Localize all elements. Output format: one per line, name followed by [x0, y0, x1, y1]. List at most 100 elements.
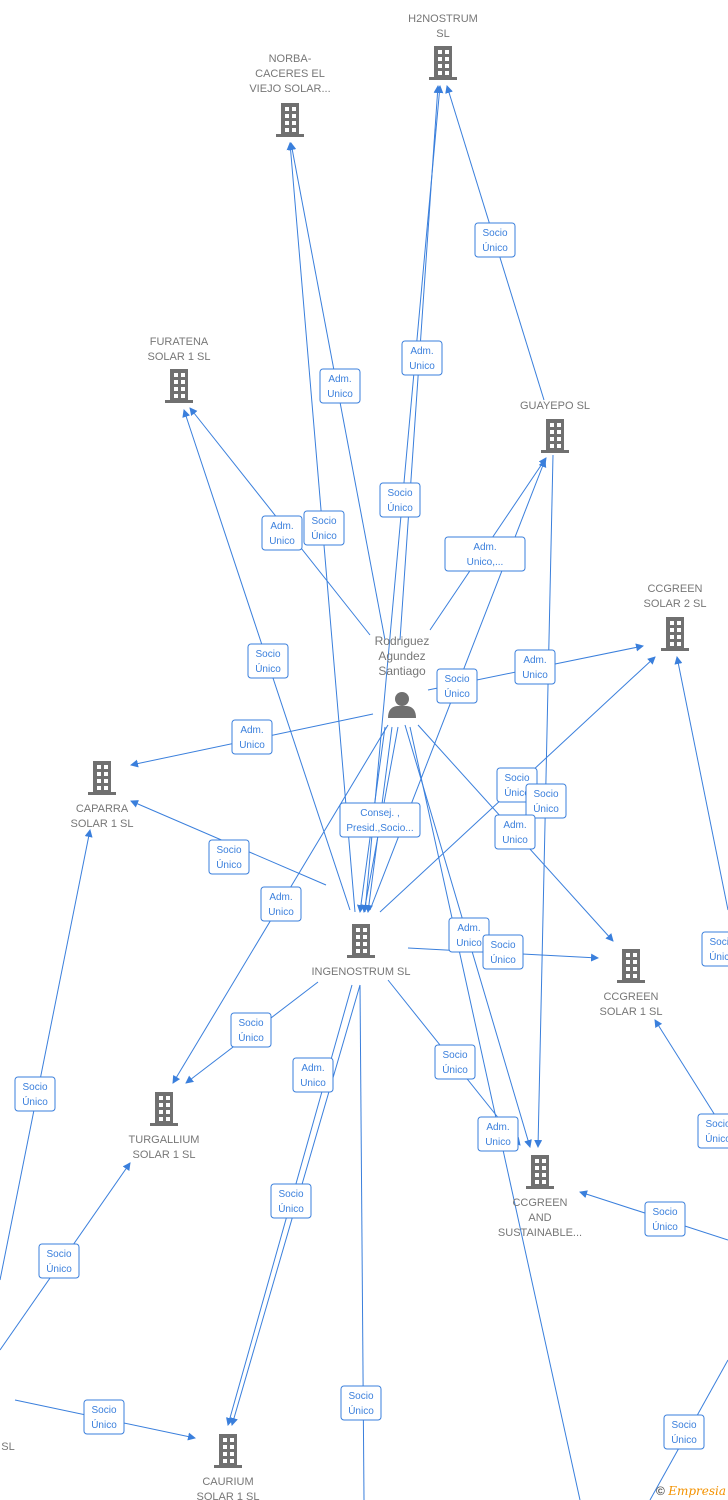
relation-label-text: Unico [327, 389, 353, 400]
relation-label-text: Adm. [301, 1063, 324, 1074]
relation-label-text: Socio [709, 937, 728, 948]
node-label: SL [1, 1441, 14, 1453]
copyright-symbol: © [656, 1484, 665, 1498]
relation-label-text: Socio [671, 1420, 696, 1431]
relation-label-text: Unico [522, 670, 548, 681]
relation-edge [674, 656, 728, 911]
relation-label-text: Único [442, 1063, 468, 1076]
node-norba[interactable]: NORBA- CACERES EL VIEJO SOLAR... [249, 53, 331, 137]
relation-label-text: Unico [409, 361, 435, 372]
relation-label[interactable]: Adm. Unico [231, 719, 273, 755]
relation-label-text: Socio [311, 516, 336, 527]
node-ingenostrum[interactable]: INGENOSTRUM SL [311, 924, 411, 978]
relation-label-text: Socio [490, 940, 515, 951]
relation-label-text: Unico [300, 1078, 326, 1089]
relation-label[interactable]: Adm.Unico [477, 1116, 519, 1152]
node-ccgreen2[interactable]: CCGREEN SOLAR 2 SL [644, 583, 707, 651]
relation-edge [359, 984, 365, 1500]
relation-label-text: Único [482, 241, 508, 254]
relation-label[interactable]: Adm. Unico [401, 340, 443, 376]
building-icon [541, 419, 569, 453]
node-label: CCGREEN [512, 1197, 567, 1209]
relation-label[interactable]: Consej. ,Presid.,Socio... [339, 802, 421, 838]
relation-label-text: Socio [482, 228, 507, 239]
relation-label-text: Único [709, 950, 728, 963]
building-icon [88, 761, 116, 795]
relation-label-text: Único [91, 1418, 117, 1431]
building-icon [150, 1092, 178, 1126]
relation-label-text: Socio [91, 1405, 116, 1416]
relation-label-text: Socio [533, 789, 558, 800]
relation-label-text: Adm. [473, 542, 496, 553]
node-label: SUSTAINABLE... [498, 1227, 582, 1239]
relation-label-text: Adm. [486, 1122, 509, 1133]
node-label: VIEJO SOLAR... [249, 83, 330, 95]
relation-label-text: Único [705, 1132, 728, 1145]
node-label: NORBA- [269, 53, 312, 65]
relation-label[interactable]: Adm.Unico [448, 917, 490, 953]
node-label: SOLAR 2 SL [644, 598, 707, 610]
relation-label-text: Adm. [240, 725, 263, 736]
relation-label[interactable]: Adm. Unico [292, 1057, 334, 1093]
relation-label-text: Socio [255, 649, 280, 660]
node-label: INGENOSTRUM SL [311, 966, 410, 978]
building-icon [214, 1434, 242, 1468]
node-partial-left[interactable]: SL [1, 1441, 14, 1453]
relation-label-text: Único [671, 1433, 697, 1446]
relation-label[interactable]: Adm.Unico [494, 814, 536, 850]
relation-label[interactable]: Adm.Unico [260, 886, 302, 922]
relation-label-text: Socio [387, 488, 412, 499]
relation-label-text: Adm. [503, 820, 526, 831]
relation-label[interactable]: Adm.Unico,... [444, 536, 526, 572]
relation-label-text: Único [46, 1262, 72, 1275]
relation-label-text: Único [311, 529, 337, 542]
relation-label-text: Único [533, 802, 559, 815]
relation-edge [409, 726, 581, 1500]
relation-label-text: Socio [652, 1207, 677, 1218]
node-label: CACERES EL [255, 68, 325, 80]
relation-label-text: Unico [239, 740, 265, 751]
node-guayepo[interactable]: GUAYEPO SL [520, 400, 590, 453]
relation-label-text: Socio [504, 773, 529, 784]
relation-label[interactable]: Adm.Unico [261, 515, 303, 551]
relation-label-text: Adm. [410, 346, 433, 357]
relation-label-text: Único [490, 953, 516, 966]
relation-label[interactable]: Adm. Unico [514, 649, 556, 685]
node-label: GUAYEPO SL [520, 400, 590, 412]
relation-label-text: Adm. [457, 923, 480, 934]
building-icon [661, 617, 689, 651]
node-label: Rodriguez [375, 634, 430, 648]
relation-label-text: Adm. [523, 655, 546, 666]
node-ccgreensust[interactable]: CCGREENANDSUSTAINABLE... [498, 1155, 582, 1239]
relation-label-text: Único [216, 858, 242, 871]
node-label: CCGREEN [647, 583, 702, 595]
relation-label[interactable]: Adm.Unico [319, 368, 361, 404]
